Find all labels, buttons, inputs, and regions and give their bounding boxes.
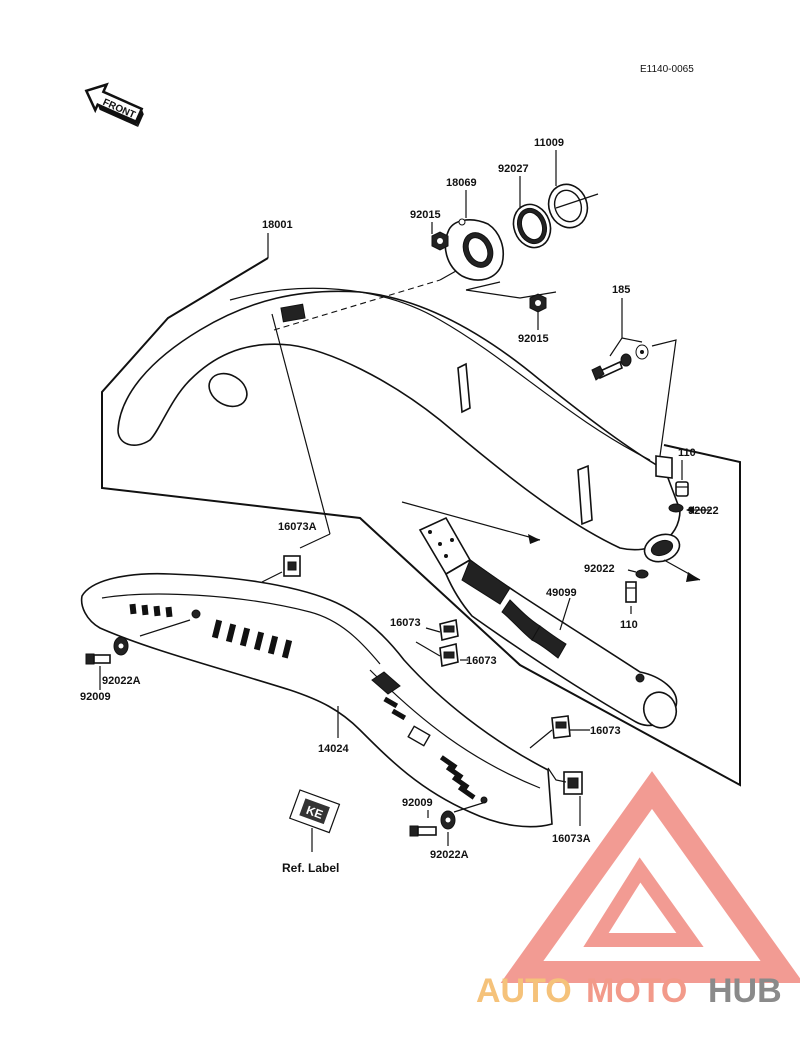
clip-16073-c	[551, 715, 571, 739]
label-11009: 11009	[534, 137, 564, 149]
clip-16073-b	[439, 643, 459, 667]
front-arrow-icon: FRONT	[84, 82, 144, 127]
nut-92015-top	[431, 231, 449, 251]
assembly-outline	[101, 257, 741, 787]
clip-16073-a	[439, 619, 459, 641]
label-92022-low: 92022	[584, 563, 615, 575]
nut-92015-mid	[529, 293, 547, 313]
label-185: 185	[612, 284, 630, 296]
washer-92022-right	[668, 503, 684, 513]
label-16073-a: 16073	[390, 617, 421, 629]
label-92009-left: 92009	[80, 691, 111, 703]
flange-18069	[444, 218, 504, 281]
watermark-moto: MOTO	[586, 972, 687, 1010]
watermark-hub: HUB	[708, 972, 782, 1010]
label-16073A-left: 16073A	[278, 521, 317, 533]
label-110-top: 110	[678, 447, 696, 459]
label-badge-text: KE	[304, 803, 324, 822]
bolt-92009-left	[85, 653, 111, 665]
label-92009-right: 92009	[402, 797, 433, 809]
label-92015-mid: 92015	[518, 333, 549, 345]
label-92022A-right: 92022A	[430, 849, 469, 861]
label-92015-top: 92015	[410, 209, 441, 221]
label-16073A-right: 16073A	[552, 833, 591, 845]
bolt-110-low	[625, 581, 637, 603]
bolt-92009-right	[409, 825, 437, 837]
washer-92022-low	[635, 569, 649, 579]
washer-92022A-left	[113, 636, 129, 656]
ref-label-badge: KE	[288, 789, 341, 834]
label-18069: 18069	[446, 177, 477, 189]
heat-guard-14024	[80, 572, 553, 828]
gasket-92027	[512, 203, 552, 249]
diagram-code: E1140-0065	[640, 64, 694, 75]
bolt-set-185	[591, 344, 649, 381]
label-16073-c: 16073	[590, 725, 621, 737]
label-92027: 92027	[498, 163, 529, 175]
header-pipe	[117, 287, 681, 563]
label-14024: 14024	[318, 743, 349, 755]
clip-16073A-right	[563, 771, 583, 795]
gasket-11009	[547, 183, 589, 229]
label-16073-b: 16073	[466, 655, 497, 667]
automotohub-watermark: AUTO MOTO HUB	[476, 771, 800, 1010]
label-92022A-left: 92022A	[102, 675, 141, 687]
clip-16073A-left	[283, 555, 301, 577]
bolt-110-top	[675, 481, 689, 497]
label-110-low: 110	[620, 619, 638, 631]
muffler-49099	[418, 516, 678, 729]
watermark-auto: AUTO	[476, 972, 572, 1010]
label-18001: 18001	[262, 219, 293, 231]
washer-92022A-right	[440, 810, 456, 830]
ref-label-text: Ref. Label	[282, 861, 339, 875]
label-92022-right: 92022	[688, 505, 719, 517]
label-49099: 49099	[546, 587, 577, 599]
